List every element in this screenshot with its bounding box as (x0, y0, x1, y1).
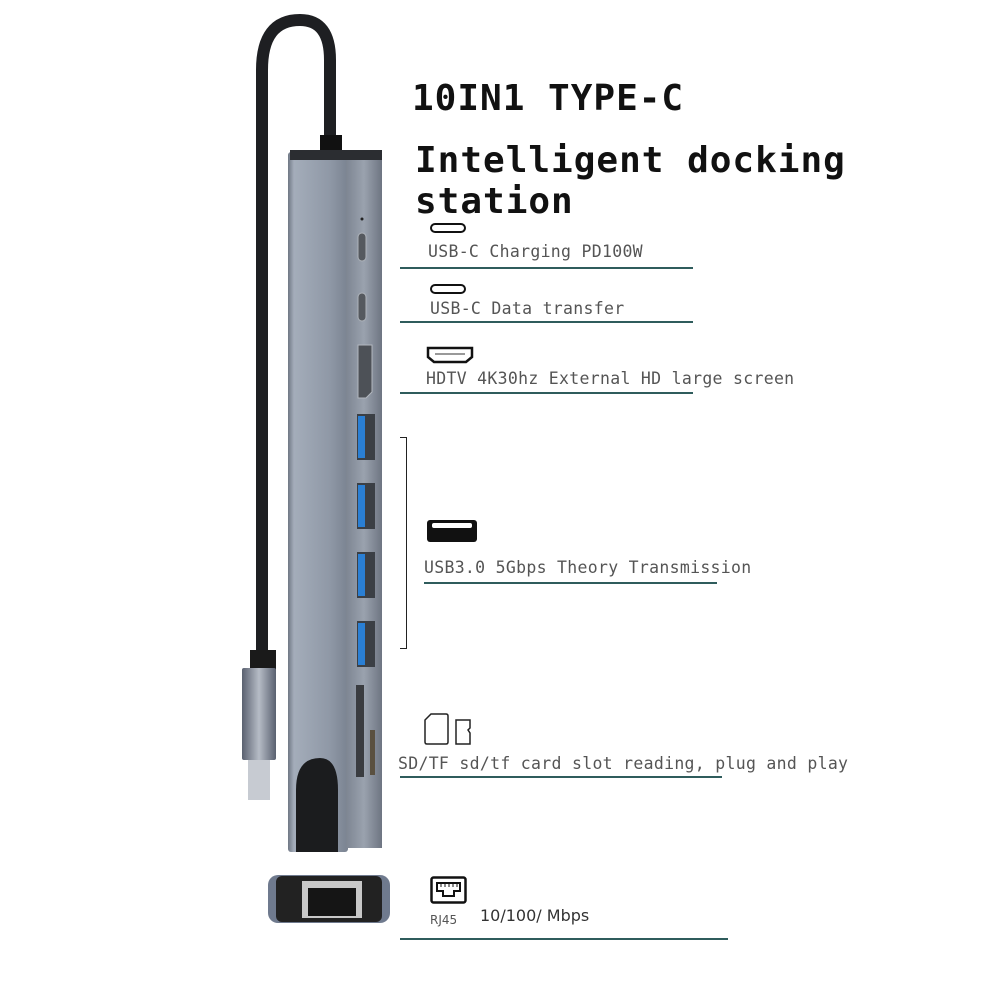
usb3-group-bracket (400, 437, 407, 649)
cable (256, 13, 336, 661)
hdmi-port-icon (426, 346, 474, 364)
feature-usb3: USB3.0 5Gbps Theory Transmission (424, 558, 752, 577)
product-subtitle: Intelligent docking station (415, 140, 846, 222)
feature-hdmi: HDTV 4K30hz External HD large screen (426, 369, 795, 388)
divider (400, 776, 722, 778)
divider (424, 582, 717, 584)
product-title: 10IN1 TYPE-C (412, 78, 685, 119)
rj45-port-icon (430, 876, 467, 904)
feature-usb-c-charging: USB-C Charging PD100W (428, 242, 643, 261)
usb-c-plug-icon (242, 668, 276, 760)
divider (400, 267, 693, 269)
feature-sd-tf: SD/TF sd/tf card slot reading, plug and … (398, 754, 849, 773)
feature-usb-c-data: USB-C Data transfer (430, 299, 625, 318)
rj45-label: RJ45 (430, 913, 458, 927)
divider (400, 321, 693, 323)
docking-station-image (242, 13, 390, 923)
usb-a-port-icon (427, 520, 477, 542)
divider (400, 392, 693, 394)
sd-tf-card-icon (424, 713, 471, 745)
usb-c-port-icon (430, 223, 466, 233)
feature-rj45: 10/100/ Mbps (480, 906, 590, 925)
divider (400, 938, 728, 940)
usb-c-port-icon (430, 284, 466, 294)
